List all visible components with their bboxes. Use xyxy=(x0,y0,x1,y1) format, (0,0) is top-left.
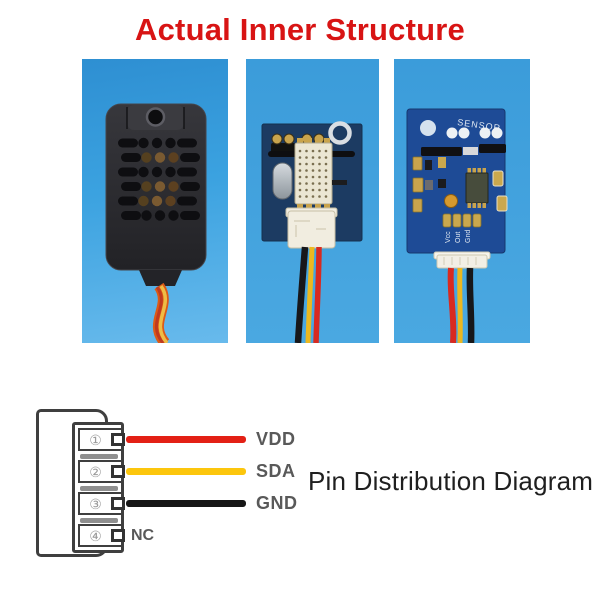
pin-contact-3 xyxy=(111,497,125,510)
jst-connector xyxy=(285,207,338,249)
pad-labels: Vcc Out Gnd xyxy=(445,230,472,243)
cable-wires xyxy=(294,246,322,343)
pad-label-out: Out xyxy=(455,232,462,243)
pad-label-gnd: Gnd xyxy=(465,230,472,243)
label-sda: SDA xyxy=(256,461,296,481)
board-hole xyxy=(420,120,436,136)
connector-slot xyxy=(80,485,118,491)
pin-number-2: ② xyxy=(89,463,102,480)
diagram-caption: Pin Distribution Diagram xyxy=(308,466,594,496)
pad-label-vcc: Vcc xyxy=(445,231,452,243)
label-nc: NC xyxy=(131,527,155,544)
pin-number-4: ④ xyxy=(89,527,102,544)
wire-gnd xyxy=(126,500,246,507)
driver-ic xyxy=(465,168,489,208)
photo-sensor-enclosure xyxy=(82,59,228,343)
label-vdd: VDD xyxy=(256,429,296,449)
pcb-back-graphic: SENSOR xyxy=(406,108,508,343)
sensing-element xyxy=(294,138,333,211)
sensor-enclosure-graphic xyxy=(105,103,207,343)
connector-slot xyxy=(80,453,118,459)
pin-number-1: ① xyxy=(89,431,102,448)
solder-pads xyxy=(446,127,503,139)
cable-wires xyxy=(447,267,475,343)
pin-contact-4 xyxy=(111,529,125,542)
photo-pcb-back: SENSOR xyxy=(394,59,530,343)
crystal-oscillator xyxy=(272,162,293,200)
sensor-cable xyxy=(152,282,170,343)
mounting-hole xyxy=(145,107,166,127)
photo-pcb-front xyxy=(246,59,379,343)
label-gnd: GND xyxy=(256,493,298,513)
jst-connector xyxy=(433,251,491,269)
pcb-front-graphic xyxy=(261,121,363,343)
wire-vdd xyxy=(126,436,246,443)
smd-components xyxy=(412,156,508,213)
pin-contact-2 xyxy=(111,465,125,478)
breakout-pads xyxy=(442,213,482,228)
wire-sda xyxy=(126,468,246,475)
pin-contact-1 xyxy=(111,433,125,446)
connector-slot xyxy=(80,517,118,523)
pin-number-3: ③ xyxy=(89,495,102,512)
page-title: Actual Inner Structure xyxy=(135,12,465,47)
metal-ring xyxy=(328,121,352,145)
sensor-neck xyxy=(139,270,182,286)
